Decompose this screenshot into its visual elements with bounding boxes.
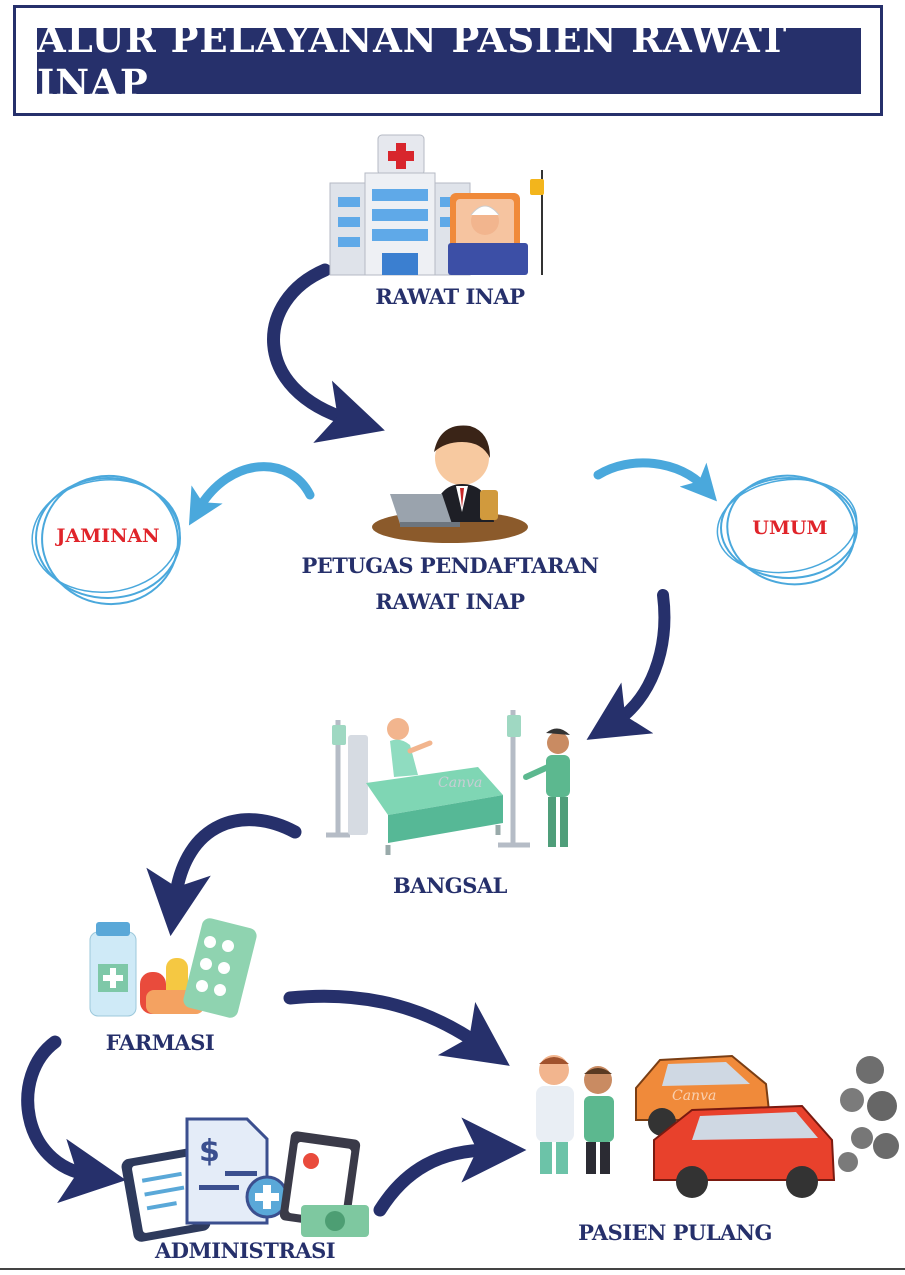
- umum-circle: [716, 474, 858, 586]
- label-petugas-line1: PETUGAS PENDAFTARAN: [301, 553, 599, 578]
- hospital-icon: [329, 134, 544, 276]
- bottom-divider: [0, 1268, 905, 1270]
- hospital-bed-icon: Canva: [326, 710, 570, 855]
- medicine-icon: [89, 918, 257, 1018]
- arrow-bangsal-farmasi: [146, 813, 302, 937]
- car-icon: Canva: [635, 1054, 899, 1198]
- label-farmasi: FARMASI: [105, 1030, 215, 1055]
- doctors-icon: [536, 1055, 614, 1174]
- arrow-farmasi-pulang: [283, 989, 510, 1066]
- arrow-petugas-bangsal: [586, 589, 671, 740]
- svg-text:$: $: [199, 1134, 220, 1169]
- arrow-petugas-jaminan: [188, 462, 315, 526]
- label-rawat-inap: RAWAT INAP: [375, 284, 525, 309]
- label-bangsal: BANGSAL: [393, 873, 507, 898]
- title-frame: [13, 5, 883, 116]
- label-administrasi: ADMINISTRASI: [154, 1238, 336, 1263]
- watermark-bangsal: Canva: [438, 775, 482, 791]
- label-umum: UMUM: [752, 517, 828, 539]
- arrow-admin-pulang: [373, 1117, 527, 1217]
- label-petugas-line2: RAWAT INAP: [375, 589, 525, 614]
- document-icon: $: [121, 1117, 369, 1242]
- registration-officer-icon: [372, 425, 528, 543]
- arrow-farmasi-admin: [21, 1035, 127, 1204]
- arrow-rawatinap-petugas: [267, 263, 385, 443]
- arrow-petugas-umum: [593, 458, 718, 502]
- watermark-car: Canva: [672, 1088, 716, 1104]
- label-jaminan: JAMINAN: [56, 525, 160, 547]
- label-pasien-pulang: PASIEN PULANG: [578, 1220, 772, 1245]
- jaminan-circle: [31, 474, 181, 606]
